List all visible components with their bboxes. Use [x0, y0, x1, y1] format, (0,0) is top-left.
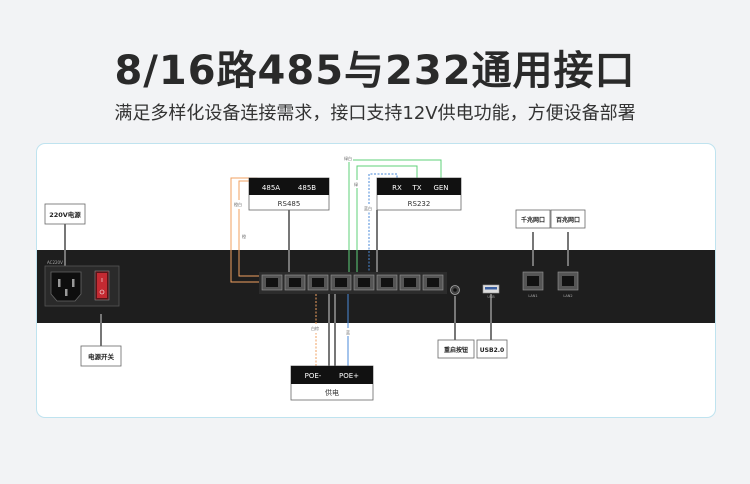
interface-diagram-panel: 橙白 橙 绿白 绿 蓝白 白棕 蓝 485A 485B RS485 RX TX …: [36, 143, 716, 418]
page-subtitle: 满足多样化设备连接需求，接口支持12V供电功能，方便设备部署: [114, 103, 636, 124]
rj45-port[interactable]: [330, 274, 352, 291]
lan2-text: LAN2: [563, 294, 572, 298]
poe-terminal: [291, 366, 373, 384]
ac-inlet-socket: [50, 271, 82, 302]
rj45-port[interactable]: [284, 274, 306, 291]
reset-label-box: [437, 339, 475, 359]
wire-gnd-green-white: [348, 159, 442, 282]
rj45-port[interactable]: [399, 274, 421, 291]
power-switch-label-box: [80, 345, 122, 367]
rj45-port[interactable]: [376, 274, 398, 291]
page-title: 8/16路485与232通用接口: [114, 48, 636, 94]
gigabit-label: 千兆网口: [521, 216, 545, 224]
rs232-name: RS232: [408, 200, 431, 208]
lan1-port[interactable]: [522, 271, 544, 291]
wire-label-orange: 橙: [242, 233, 246, 239]
rj45-port[interactable]: [261, 274, 283, 291]
rs485-b-label: 485B: [298, 184, 316, 192]
rs232-tx-label: TX: [411, 184, 421, 192]
wire-label-green-white: 绿白: [344, 155, 352, 161]
gigabit-label-box: [515, 209, 551, 229]
usb-label-box: [476, 339, 508, 359]
svg-text:I: I: [101, 278, 102, 284]
poe-pos-label: POE+: [339, 372, 359, 380]
fast-label: 百兆网口: [556, 216, 580, 224]
wire-label-green: 绿: [354, 181, 358, 187]
power-switch-label: 电源开关: [88, 352, 115, 361]
reset-label: 重启按钮: [444, 346, 468, 354]
wire-label-blue-white: 蓝白: [364, 205, 372, 211]
wire-label-orange-white: 橙白: [234, 201, 242, 207]
poe-name: 供电: [325, 388, 339, 397]
rs232-terminal: [377, 178, 461, 195]
lan2-port[interactable]: [557, 271, 579, 291]
rs485-name: RS485: [278, 200, 301, 208]
wire-rx-blue-white: [368, 173, 398, 276]
rj45-port[interactable]: [307, 274, 329, 291]
rs485-a-label: 485A: [262, 184, 280, 192]
usb-port-text: USB: [487, 295, 495, 299]
wire-label-blue: 蓝: [346, 329, 350, 335]
rs232-rx-label: RX: [392, 184, 402, 192]
rj45-port[interactable]: [353, 274, 375, 291]
rj45-port[interactable]: [422, 274, 444, 291]
wire-label-brown-white: 白棕: [311, 325, 319, 331]
power-label: 220V电源: [49, 210, 81, 219]
lan1-text: LAN1: [528, 294, 537, 298]
ac-text: AC220V: [47, 260, 63, 265]
poe-neg-label: POE-: [305, 372, 322, 380]
usb-label: USB2.0: [480, 347, 504, 354]
interface-diagram: 橙白 橙 绿白 绿 蓝白 白棕 蓝 485A 485B RS485 RX TX …: [37, 154, 715, 401]
wire-tx-green: [356, 165, 418, 282]
fast-label-box: [550, 209, 586, 229]
power-label-box: [44, 203, 86, 225]
rj45-port-bank: [259, 272, 447, 294]
rs485-terminal: [249, 178, 329, 195]
rs232-gnd-label: GEN: [433, 184, 448, 192]
